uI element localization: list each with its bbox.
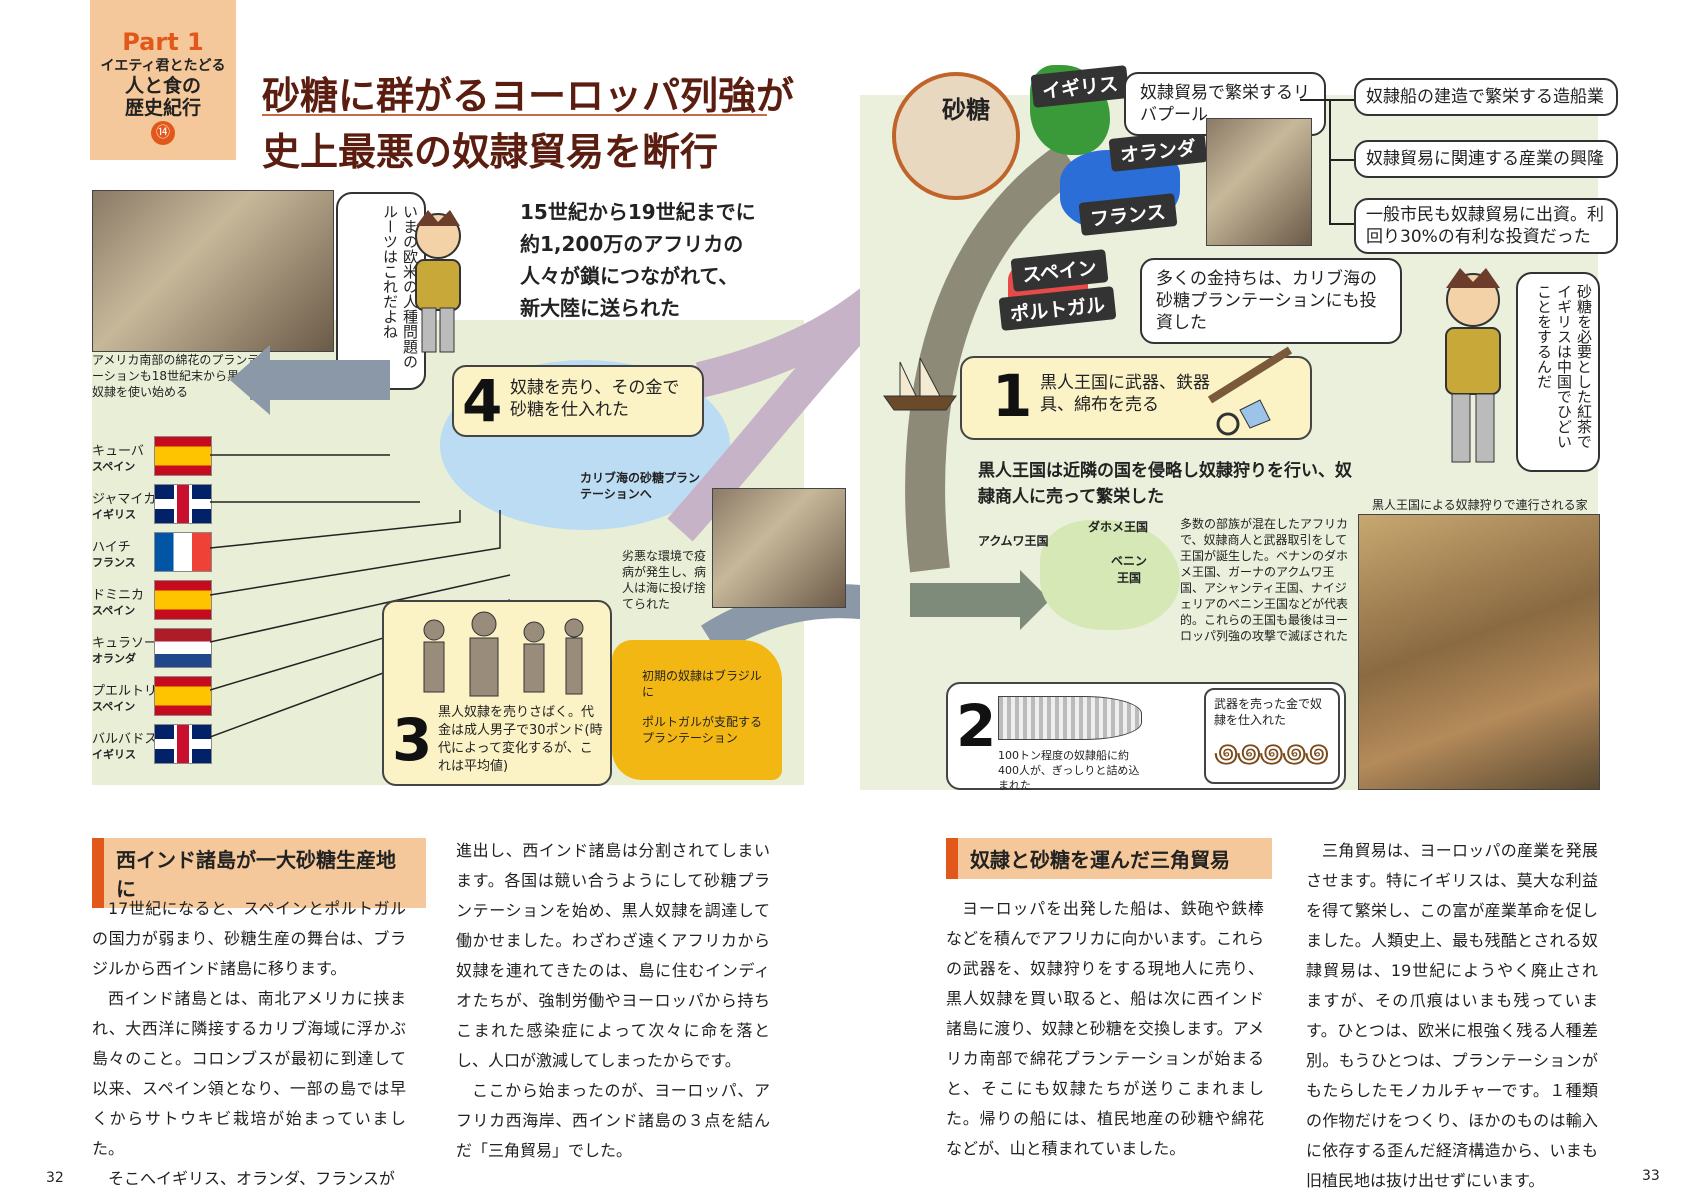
kingdom-heading: 黒人王国は近隣の国を侵略し奴隷狩りを行い、奴隷商人に売って繁栄した (978, 461, 1352, 507)
kingdom-description: 多数の部族が混在したアフリカで、奴隷商人と武器取引をして王国が誕生した。ベナンの… (1180, 517, 1349, 643)
series-line3: 歴史紀行 (124, 97, 201, 119)
netherlands-flag-icon (154, 628, 212, 668)
step2-note-box: 武器を売った金で奴隷を仕入れた ꩜꩜꩜꩜꩜ (1204, 688, 1340, 784)
liverpool-photo (1206, 118, 1312, 246)
yeti-character-icon (398, 208, 478, 358)
france-flag-icon (154, 532, 212, 572)
europe-arrows-graphic (905, 143, 1082, 630)
kingdom-benin: ベニン王国 (1110, 554, 1147, 585)
colony-row: プエルトリコスペイン (92, 676, 252, 724)
liverpool-item1: 奴隷船の建造で繁栄する造船業 (1354, 78, 1618, 116)
liverpool-item2: 奴隷貿易に関連する産業の興隆 (1354, 140, 1618, 178)
colony-flags: キューバスペイン ジャマイカイギリス ハイチフランス ドミニカスペイン キュラソ… (92, 436, 252, 772)
colony-row: ジャマイカイギリス (92, 484, 252, 532)
article-col2: 進出し、西インド諸島は分割されてしまいます。各国は競い合うようにして砂糖プランテ… (456, 841, 770, 1160)
title-line2: 史上最悪の奴隷貿易を断行 (262, 129, 719, 174)
cotton-note: アメリカ南部の綿花のプランテーションも18世紀末から黒人奴隷を使い始める (92, 353, 260, 399)
part-label: Part 1 (122, 28, 204, 56)
step2-caption: 100トン程度の奴隷船に約400人が、ぎっしりと詰め込まれた (998, 749, 1140, 792)
step3-box: 3 黒人奴隷を売りさばく。代金は成人男子で30ポンド(時代によって変化するが、こ… (382, 600, 612, 786)
sugar-cubes-image (892, 72, 1020, 200)
series-line2: 人と食の (124, 75, 201, 97)
article-col4: 三角貿易は、ヨーロッパの産業を発展させます。特にイギリスは、莫大な利益を得て繁栄… (1306, 841, 1598, 1190)
step1-number: 1 (992, 362, 1033, 430)
step4-text: 奴隷を売り、その金で砂糖を仕入れた (510, 378, 680, 420)
brazil-region (612, 640, 782, 780)
episode-number: ⑭ (151, 121, 175, 145)
spain-flag-icon (154, 676, 212, 716)
colony-pointer-lines (210, 454, 541, 738)
part-badge: Part 1 イエティ君とたどる 人と食の 歴史紀行 ⑭ (90, 0, 236, 160)
brazil-note2: ポルトガルが支配するプランテーション (642, 715, 763, 745)
brazil-note1: 初期の奴隷はブラジルに (642, 669, 762, 699)
section-heading-2: 奴隷と砂糖を運んだ三角貿易 (946, 838, 1272, 879)
article-col3: ヨーロッパを出発した船は、鉄砲や鉄棒などを積んでアフリカに向かいます。これらの武… (946, 899, 1264, 1158)
intro-lead: 15世紀から19世紀までに 約1,200万のアフリカの 人々が鎖につながれて、 … (520, 200, 756, 320)
step2-box: 2 100トン程度の奴隷船に約400人が、ぎっしりと詰め込まれた 武器を売った金… (946, 682, 1346, 792)
uk-flag-icon (154, 724, 212, 764)
kingdom-akwamu: アクムワ王国 (978, 534, 1049, 548)
uk-flag-icon (154, 484, 212, 524)
page-number-left: 32 (46, 1170, 64, 1186)
chained-people-icon: ꩜꩜꩜꩜꩜ (1214, 739, 1330, 769)
series-line1: イエティ君とたどる (100, 58, 226, 74)
colony-row: ドミニカスペイン (92, 580, 252, 628)
weapons-icon (1200, 340, 1300, 440)
step1-text: 黒人王国に武器、鉄器具、綿布を売る (1040, 373, 1210, 415)
colony-row: ハイチフランス (92, 532, 252, 580)
page-number-right: 33 (1642, 1168, 1660, 1184)
rich-invest-note: 多くの金持ちは、カリブ海の砂糖プランテーションにも投資した (1140, 258, 1402, 344)
caribbean-arrow-label: カリブ海の砂糖プランテーションへ (580, 471, 701, 501)
yeti-tea-icon (1428, 264, 1518, 474)
kingdom-dahomey: ダホメ王国 (1088, 520, 1149, 534)
slave-ship-diagram (998, 696, 1142, 740)
article-col1: 17世紀になると、スペインとポルトガルの国力が弱まり、砂糖生産の舞台は、ブラジル… (92, 899, 406, 1188)
yeti-speech-left: いまの欧米の人種問題のルーツはこれだよね (336, 192, 426, 390)
step4-number: 4 (462, 367, 503, 435)
step3-text: 黒人奴隷を売りさばく。代金は成人男子で30ポンド(時代によって変化するが、これは… (438, 705, 603, 774)
step3-number: 3 (392, 706, 433, 774)
title-divider (262, 114, 767, 116)
yeti-speech-right: 砂糖を必要とした紅茶でイギリスは中国でひどいことをするんだ (1516, 272, 1600, 472)
step2-number: 2 (956, 692, 997, 760)
disease-note: 劣悪な環境で疫病が発生し、病人は海に投げ捨てられた (622, 549, 707, 611)
step2-note: 武器を売った金で奴隷を仕入れた (1214, 697, 1323, 727)
slave-hunt-illustration (1358, 514, 1600, 790)
liverpool-item3: 一般市民も奴隷貿易に出資。利回り30%の有利な投資だった (1354, 198, 1618, 254)
sugar-label: 砂糖 (942, 96, 990, 124)
sailing-ship-icon (880, 356, 960, 416)
slave-auction-icon (423, 611, 584, 697)
colony-row: バルバドスイギリス (92, 724, 252, 772)
colony-row: キューバスペイン (92, 436, 252, 484)
title-line1: 砂糖に群がるヨーロッパ列強が (262, 73, 795, 118)
page-title: 砂糖に群がるヨーロッパ列強が 史上最悪の奴隷貿易を断行 (262, 68, 794, 180)
cotton-field-illustration (92, 190, 334, 352)
spain-flag-icon (154, 436, 212, 476)
colony-row: キュラソーオランダ (92, 628, 252, 676)
spain-flag-icon (154, 580, 212, 620)
liverpool-connector (1300, 99, 1360, 225)
step4-box: 4 奴隷を売り、その金で砂糖を仕入れた (452, 365, 704, 437)
west-africa-map (1040, 520, 1180, 630)
slave-ship-engraving (712, 488, 846, 608)
section-heading-1: 西インド諸島が一大砂糖生産地に (92, 838, 426, 908)
